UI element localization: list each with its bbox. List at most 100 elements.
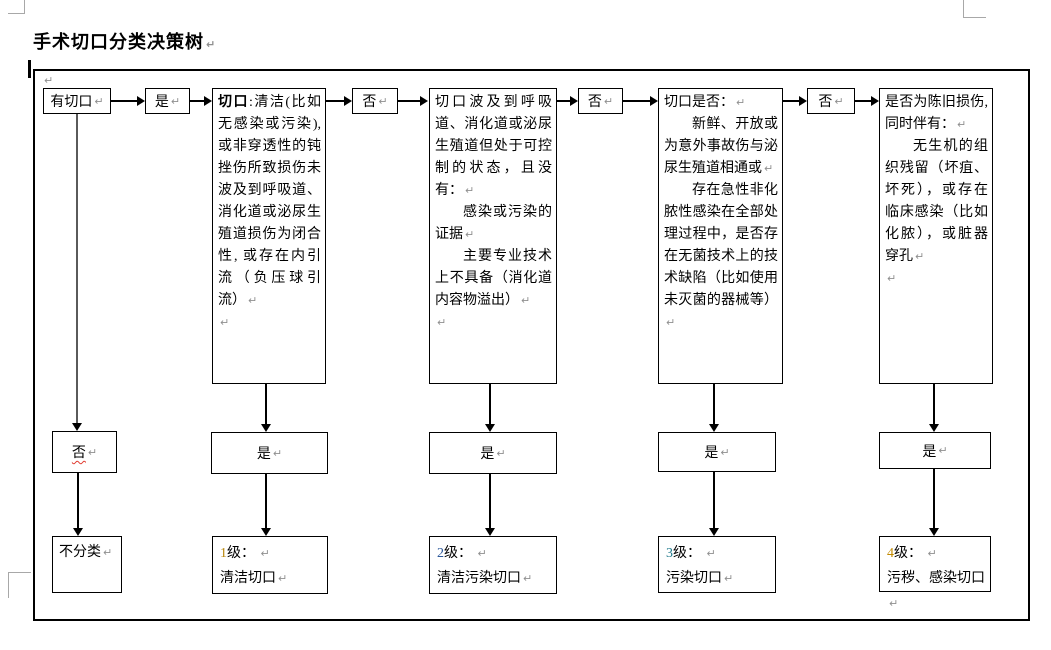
gate-no-box-3[interactable]: 否↵ (807, 88, 855, 114)
connector-start-to-yes (111, 100, 138, 102)
connector-q2-to-no2 (557, 100, 571, 102)
connector-yes-to-level1 (265, 474, 267, 528)
paragraph-mark: ↵ (220, 316, 230, 329)
level-box-1[interactable]: 1级： ↵ 清洁切口↵ (212, 536, 328, 594)
paragraph-mark: ↵ (603, 94, 614, 108)
arrowhead-down (72, 423, 82, 431)
level-2-suffix: 级： (444, 546, 472, 561)
unclassified-label: 不分类 (59, 545, 101, 560)
connector-q1-to-yes (265, 384, 267, 424)
question-box-4[interactable]: 是否为陈旧损伤,同时伴有：↵ 无生机的组织残留（坏疽、坏死），或存在临床感染（比… (879, 88, 993, 384)
gate-no-box-2[interactable]: 否↵ (578, 88, 623, 114)
margin-mark-bottom-left-h (8, 572, 31, 573)
question-4-empty-line: ↵ (885, 268, 988, 290)
level-1-suffix: 级： (227, 546, 255, 561)
paragraph-mark: ↵ (465, 184, 475, 197)
connector-yes-to-level2 (489, 474, 491, 528)
paragraph-mark: ↵ (103, 546, 113, 559)
arrowhead-down (929, 528, 939, 536)
no-answer-box[interactable]: 否↵ (52, 431, 117, 473)
paragraph-mark: ↵ (927, 547, 937, 560)
paragraph-mark: ↵ (764, 162, 774, 175)
question-2-paragraph-3: 主要专业技术上不具备（消化道内容物溢出）↵ (435, 246, 552, 312)
question-1-paragraph: 切口:清洁(比如无感染或污染), 或非穿透性的钝挫伤所致损伤未波及到呼吸道、消化… (218, 92, 321, 312)
question-4-text-2: 无生机的组织残留（坏疽、坏死），或存在临床感染（比如化脓），或脏器穿孔 (885, 139, 988, 264)
arrowhead-down (709, 424, 719, 432)
question-2-text-2: 感染或污染的证据 (435, 205, 552, 242)
paragraph-mark: ↵ (496, 446, 506, 460)
paragraph-mark: ↵ (206, 38, 217, 51)
level-1-name: 清洁切口 (220, 571, 276, 586)
unclassified-box[interactable]: 不分类↵ (52, 536, 122, 593)
level-3-number: 3 (666, 546, 673, 561)
arrowhead-right (650, 96, 658, 106)
yes-answer-box-4[interactable]: 是↵ (879, 432, 991, 469)
level-3-suffix: 级： (673, 546, 701, 561)
paragraph-mark: ↵ (724, 572, 734, 585)
connector-no1-to-q2 (398, 100, 421, 102)
yes-answer-box-2[interactable]: 是↵ (429, 432, 557, 474)
page-title: 手术切口分类决策树↵ (33, 28, 216, 54)
connector-q3-to-no3 (783, 100, 800, 102)
level-4-suffix: 级： (894, 546, 922, 561)
margin-mark-top-right-v (963, 0, 964, 18)
paragraph-mark: ↵ (378, 94, 388, 108)
arrowhead-right (204, 96, 212, 106)
level-box-4[interactable]: 4级： ↵ 污秽、感染切口 ↵ (879, 536, 991, 610)
start-box[interactable]: 有切口↵ (43, 88, 111, 114)
paragraph-mark: ↵ (957, 118, 967, 131)
question-3-text-3: 存在急性非化脓性感染在全部处理过程中，是否存在无菌技术上的技术缺陷（比如使用未灭… (664, 183, 778, 308)
level-box-2[interactable]: 2级： ↵ 清洁污染切口↵ (429, 536, 557, 594)
yes-answer-box-1[interactable]: 是↵ (211, 432, 328, 474)
arrowhead-down (261, 528, 271, 536)
level-4-heading: 4级： ↵ (887, 541, 988, 566)
paragraph-mark: ↵ (666, 316, 676, 329)
question-3-paragraph-1: 切口是否：↵ (664, 92, 778, 114)
question-4-paragraph-1: 是否为陈旧损伤,同时伴有：↵ (885, 92, 988, 136)
connector-yes-to-level4 (933, 469, 935, 528)
margin-mark-bottom-left-v (8, 572, 9, 598)
paragraph-mark: ↵ (834, 94, 844, 108)
level-2-heading: 2级： ↵ (437, 541, 554, 566)
yes-answer-label-4: 是 (922, 444, 937, 460)
gate-no-box-1[interactable]: 否↵ (352, 88, 398, 114)
question-3-paragraph-3: 存在急性非化脓性感染在全部处理过程中，是否存在无菌技术上的技术缺陷（比如使用未灭… (664, 180, 778, 334)
arrowhead-right (344, 96, 352, 106)
connector-no-to-unclassified (77, 473, 79, 528)
gate-yes-box[interactable]: 是↵ (145, 88, 190, 114)
paragraph-mark: ↵ (915, 250, 925, 263)
level-2-name: 清洁污染切口 (437, 571, 521, 586)
gate-no-label-2: 否 (587, 95, 602, 110)
arrowhead-right (137, 96, 145, 106)
question-2-text-3: 主要专业技术上不具备（消化道内容物溢出） (435, 249, 552, 308)
arrowhead-right (570, 96, 578, 106)
margin-mark-top-left-v (24, 0, 25, 14)
connector-no2-to-q3 (623, 100, 651, 102)
level-2-number: 2 (437, 546, 444, 561)
level-3-name-line: 污染切口↵ (666, 566, 773, 591)
yes-answer-label-3: 是 (704, 446, 719, 461)
level-3-heading: 3级： ↵ (666, 541, 773, 566)
paragraph-mark: ↵ (720, 445, 730, 459)
paragraph-mark: ↵ (706, 547, 716, 560)
level-box-3[interactable]: 3级： ↵ 污染切口↵ (658, 536, 776, 593)
level-4-number: 4 (887, 546, 894, 561)
arrowhead-down (709, 528, 719, 536)
gate-no-label-1: 否 (362, 95, 377, 110)
paragraph-mark: ↵ (889, 597, 899, 610)
question-box-3[interactable]: 切口是否：↵ 新鲜、开放或为意外事故伤与泌尿生殖道相通或↵ 存在急性非化脓性感染… (658, 88, 783, 384)
arrowhead-down (485, 528, 495, 536)
question-4-paragraph-2: 无生机的组织残留（坏疽、坏死），或存在临床感染（比如化脓），或脏器穿孔↵ (885, 136, 988, 268)
question-box-2[interactable]: 切口波及到呼吸道、消化道或泌尿生殖道但处于可控制的状态，且没有：↵ 感染或污染的… (429, 88, 557, 384)
question-box-1[interactable]: 切口:清洁(比如无感染或污染), 或非穿透性的钝挫伤所致损伤未波及到呼吸道、消化… (212, 88, 326, 384)
yes-answer-label-2: 是 (480, 447, 495, 462)
connector-yes-to-level3 (713, 472, 715, 528)
connector-start-to-no (76, 114, 78, 423)
paragraph-mark: ↵ (87, 445, 98, 459)
yes-answer-box-3[interactable]: 是↵ (658, 432, 776, 472)
paragraph-mark: ↵ (521, 294, 531, 307)
connector-q2-to-yes (489, 384, 491, 424)
level-4-name: 污秽、感染切口 (887, 571, 985, 586)
paragraph-mark: ↵ (278, 572, 288, 585)
